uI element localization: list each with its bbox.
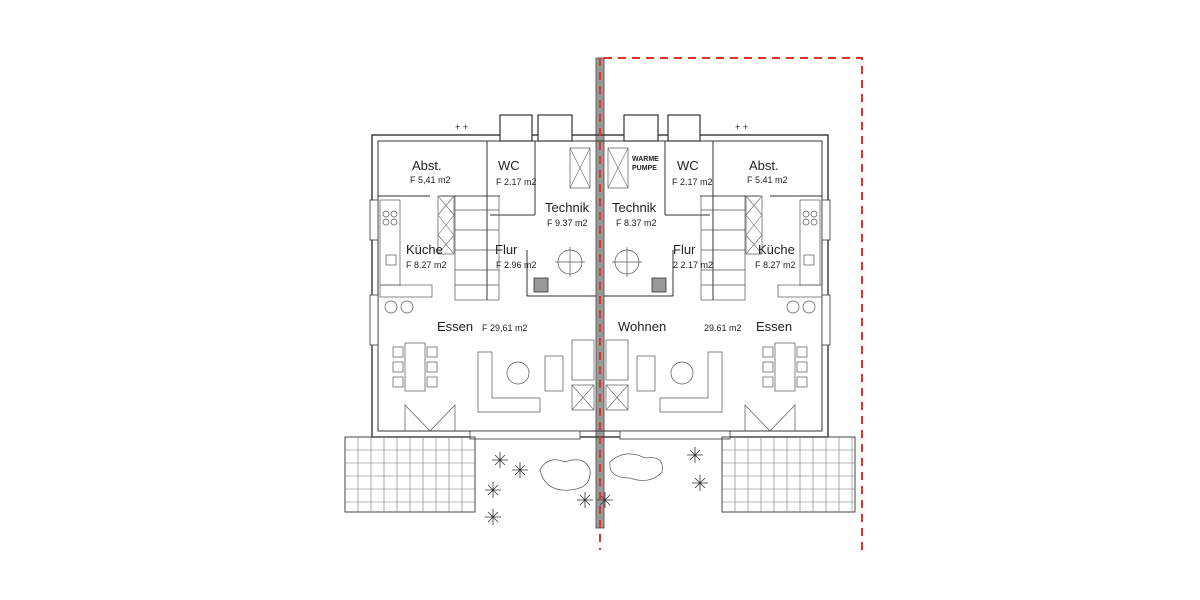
furniture: [392, 339, 808, 413]
property-boundary-line: [599, 57, 863, 550]
room-name: WC: [677, 158, 699, 173]
room-name: Wohnen: [618, 319, 666, 334]
room-area: 29.61 m2: [704, 323, 742, 333]
room-name: Technik: [545, 200, 590, 215]
room-area: F 2.17 m2: [672, 177, 713, 187]
room-area: F 5.41 m2: [747, 175, 788, 185]
left-unit-labels: Abst. F 5,41 m2 WC F 2.17 m2 Technik F 9…: [406, 158, 590, 334]
room-name: Essen: [756, 319, 792, 334]
room-name: WC: [498, 158, 520, 173]
room-name: Flur: [495, 242, 518, 257]
equipment-label: WARME: [632, 156, 659, 163]
room-name: Essen: [437, 319, 473, 334]
building-outline: + + + +: [369, 114, 831, 440]
room-name: Küche: [406, 242, 443, 257]
room-area: F 5,41 m2: [410, 175, 451, 185]
room-name: Abst.: [749, 158, 779, 173]
left-unit-walls: [378, 141, 596, 432]
right-unit-walls: [604, 141, 823, 432]
equipment-label: PUMPE: [632, 165, 657, 172]
garden-plants: [485, 447, 708, 525]
room-area: F 8.27 m2: [755, 260, 796, 270]
room-name: Technik: [612, 200, 657, 215]
room-area: F 8.27 m2: [406, 260, 447, 270]
terrace-left: [344, 436, 476, 513]
right-unit-labels: WARME PUMPE Abst. F 5.41 m2 WC F 2.17 m2…: [612, 156, 796, 334]
room-area: F 29,61 m2: [482, 323, 528, 333]
terrace-right: [721, 436, 856, 513]
room-area: F 9.37 m2: [547, 218, 588, 228]
room-name: Küche: [758, 242, 795, 257]
svg-text:+ +: + +: [455, 122, 468, 132]
svg-text:+ +: + +: [735, 122, 748, 132]
room-area: F 8.37 m2: [616, 218, 657, 228]
room-name: Flur: [673, 242, 696, 257]
room-area: 2 2.17 m2: [673, 260, 713, 270]
room-area: F 2.17 m2: [496, 177, 537, 187]
room-name: Abst.: [412, 158, 442, 173]
room-area: F 2.96 m2: [496, 260, 537, 270]
